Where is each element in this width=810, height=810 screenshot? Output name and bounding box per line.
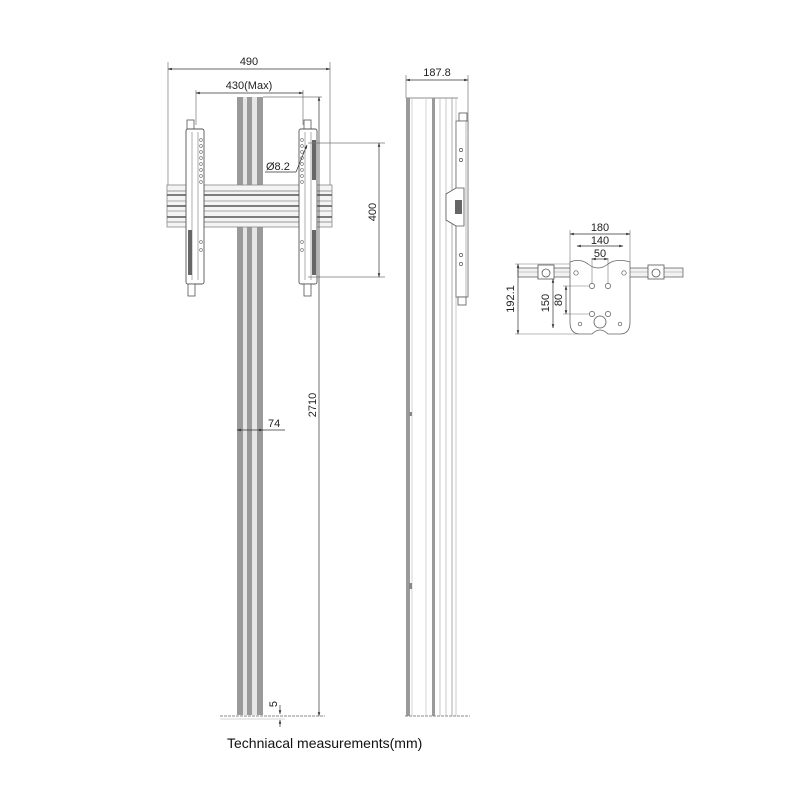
dim-width-50: 50 (594, 248, 606, 260)
detail-view: 180 140 50 192.1 150 80 (505, 222, 684, 335)
front-view: 490 430(Max) (166, 56, 385, 727)
dim-width-140: 140 (591, 235, 609, 247)
dim-column-width: 74 (268, 418, 280, 430)
dim-floor-gap: 5 (268, 701, 280, 707)
dim-vertical-spacing: 400 (367, 203, 379, 221)
side-view: 187.8 (405, 67, 470, 717)
right-vesa-bracket (298, 119, 318, 297)
dim-total-height: 2710 (307, 393, 319, 417)
dim-depth: 187.8 (423, 67, 451, 79)
dim-height-80: 80 (553, 294, 565, 306)
dim-hole-diameter: Ø8.2 (266, 161, 290, 173)
dim-max-mount-width: 430(Max) (226, 80, 272, 92)
dim-width-180: 180 (591, 222, 609, 234)
dim-overall-width: 490 (240, 56, 258, 68)
dim-height-150: 150 (540, 294, 552, 312)
drawing-caption: Techniacal measurements(mm) (227, 735, 423, 751)
dim-height-192: 192.1 (505, 285, 517, 313)
left-vesa-bracket (185, 119, 205, 297)
